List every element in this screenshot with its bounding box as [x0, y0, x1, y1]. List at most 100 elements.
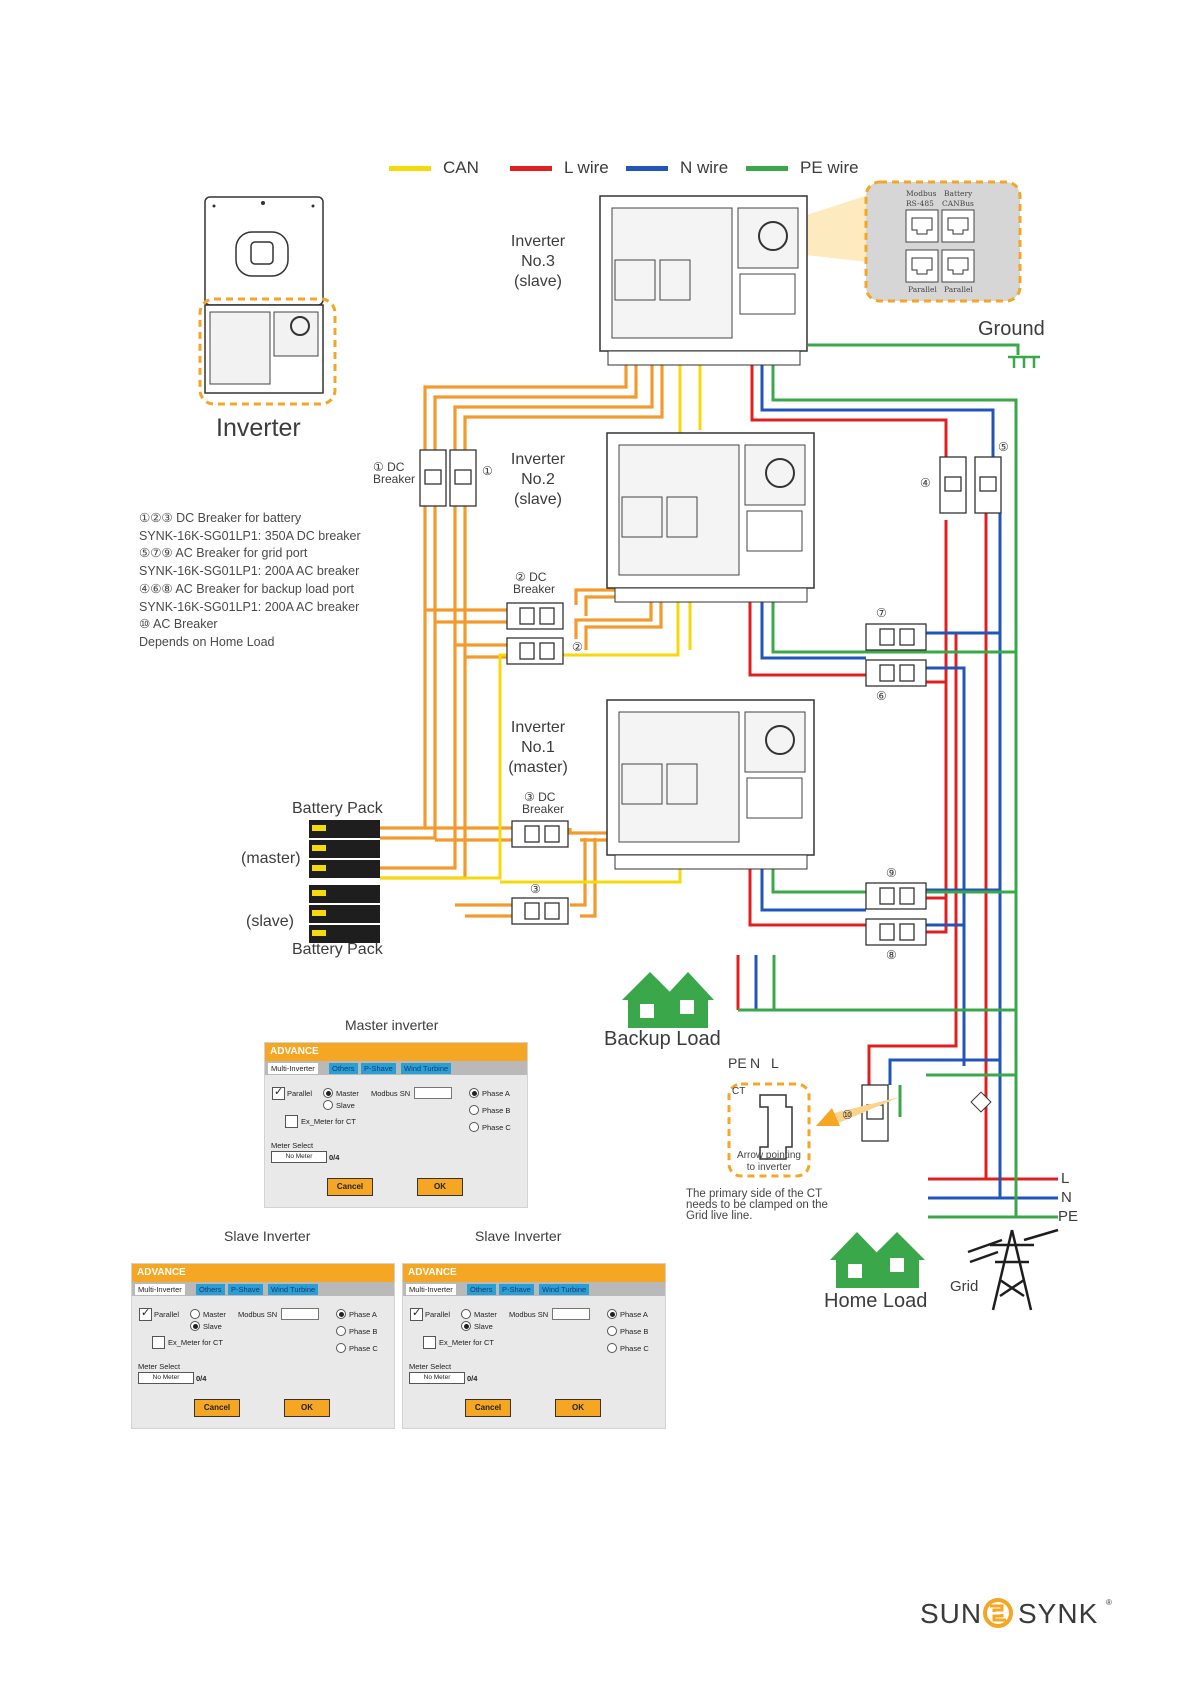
modbus-sn-input[interactable]: [552, 1308, 590, 1320]
grid-label: Grid: [950, 1278, 979, 1295]
dc-breaker-2a: [506, 602, 564, 630]
tab-p-shave[interactable]: P-Shave: [361, 1063, 396, 1074]
modbus-sn-input[interactable]: [281, 1308, 319, 1320]
dc-breaker-2-num: ② DC: [515, 570, 547, 584]
ac-breaker-5: [974, 456, 1002, 514]
slave-radio[interactable]: [461, 1321, 471, 1331]
port-modbus-label: Modbus: [906, 189, 937, 198]
tab-wind-turbine[interactable]: Wind Turbine: [401, 1063, 452, 1074]
parallel-checkbox[interactable]: [139, 1306, 152, 1321]
inverter-2-unit: [606, 432, 815, 603]
dc-breaker-3-num: ③ DC: [524, 790, 556, 804]
battery-master-label: (master): [241, 850, 301, 867]
ac-breaker-6: [865, 659, 927, 687]
phase-a-radio[interactable]: [469, 1088, 479, 1098]
master-radio[interactable]: [190, 1309, 200, 1319]
legend-pe-wire: PE wire: [800, 158, 859, 177]
cancel-button[interactable]: Cancel: [327, 1178, 373, 1196]
ac-breaker-7: [865, 623, 927, 651]
brand-registered-mark: ®: [1106, 1598, 1112, 1607]
modbus-sn-label: Modbus SN: [238, 1310, 278, 1319]
dc-breaker-3b: [511, 897, 569, 925]
ac-breaker-9: [865, 882, 927, 910]
grid-pe-label: PE: [1058, 1208, 1079, 1225]
dc-breaker-1-word: Breaker: [373, 472, 416, 486]
dc-breaker-2-right: ②: [572, 640, 583, 654]
slave-radio[interactable]: [323, 1100, 333, 1110]
dc-breaker-3a: [511, 820, 569, 848]
ac-breaker-9-num: ⑨: [886, 866, 897, 880]
phase-a-radio[interactable]: [336, 1309, 346, 1319]
dc-breaker-1-right: ①: [482, 464, 493, 478]
tab-others[interactable]: Others: [196, 1284, 225, 1295]
meter-select-dropdown[interactable]: No Meter: [271, 1151, 327, 1163]
meter-select-dropdown[interactable]: No Meter: [138, 1372, 194, 1384]
ok-button[interactable]: OK: [284, 1399, 330, 1417]
cancel-button[interactable]: Cancel: [194, 1399, 240, 1417]
port-battery-label: Battery: [944, 189, 973, 198]
ex-meter-checkbox[interactable]: [152, 1336, 165, 1349]
cancel-button[interactable]: Cancel: [465, 1399, 511, 1417]
tab-others[interactable]: Others: [467, 1284, 496, 1295]
master-radio[interactable]: [461, 1309, 471, 1319]
legend-l-wire: L wire: [564, 158, 609, 177]
phase-c-radio[interactable]: [607, 1343, 617, 1353]
meter-select-label: Meter Select: [138, 1362, 181, 1371]
phase-c-radio[interactable]: [469, 1122, 479, 1132]
ex-meter-checkbox[interactable]: [285, 1115, 298, 1128]
dc-breaker-1-num: ① DC: [373, 460, 405, 474]
phase-a-label: Phase A: [349, 1310, 377, 1319]
phase-a-radio[interactable]: [607, 1309, 617, 1319]
brand-synk: SYNK: [1018, 1598, 1099, 1629]
home-load-label: Home Load: [824, 1290, 928, 1312]
ac-breaker-8-num: ⑧: [886, 948, 897, 962]
ac-breaker-4: [939, 456, 967, 514]
note-line: SYNK-16K-SG01LP1: 200A AC breaker: [139, 599, 360, 614]
tab-others[interactable]: Others: [329, 1063, 358, 1074]
tab-multi-inverter[interactable]: Multi-Inverter: [135, 1284, 185, 1295]
tab-multi-inverter[interactable]: Multi-Inverter: [268, 1063, 318, 1074]
ac-breaker-8: [865, 918, 927, 946]
tab-wind-turbine[interactable]: Wind Turbine: [268, 1284, 319, 1295]
panel-master-caption: Master inverter: [345, 1017, 439, 1033]
phase-b-radio[interactable]: [607, 1326, 617, 1336]
backup-n-label: N: [750, 1055, 761, 1071]
master-radio[interactable]: [323, 1088, 333, 1098]
n-wires: [754, 355, 1058, 1200]
tab-multi-inverter[interactable]: Multi-Inverter: [406, 1284, 456, 1295]
port-rs485-label: RS-485: [906, 199, 934, 208]
ex-meter-checkbox[interactable]: [423, 1336, 436, 1349]
slave-radio[interactable]: [190, 1321, 200, 1331]
ok-button[interactable]: OK: [417, 1178, 463, 1196]
panel-slave-1-caption: Slave Inverter: [224, 1228, 311, 1244]
modbus-sn-input[interactable]: [414, 1087, 452, 1099]
phase-b-label: Phase B: [620, 1327, 649, 1336]
battery-pack-bottom-label: Battery Pack: [292, 941, 383, 958]
ok-button[interactable]: OK: [555, 1399, 601, 1417]
meter-select-label: Meter Select: [409, 1362, 452, 1371]
parallel-label: Parallel: [425, 1310, 451, 1319]
tab-wind-turbine[interactable]: Wind Turbine: [539, 1284, 590, 1295]
parallel-checkbox[interactable]: [272, 1085, 285, 1100]
ac-breaker-10-num: ⑩: [842, 1108, 853, 1122]
parallel-checkbox[interactable]: [410, 1306, 423, 1321]
meter-select-dropdown[interactable]: No Meter: [409, 1372, 465, 1384]
backup-load-label: Backup Load: [604, 1028, 721, 1050]
legend-swatches: [389, 166, 788, 171]
tab-p-shave[interactable]: P-Shave: [499, 1284, 534, 1295]
dc-breaker-3-lower: ③: [530, 882, 541, 896]
slave-radio-label: Slave: [474, 1322, 493, 1331]
phase-b-radio[interactable]: [469, 1105, 479, 1115]
note-line: ①②③ DC Breaker for battery: [139, 511, 302, 525]
note-line: Depends on Home Load: [139, 634, 275, 649]
tab-p-shave[interactable]: P-Shave: [228, 1284, 263, 1295]
phase-c-radio[interactable]: [336, 1343, 346, 1353]
phase-c-label: Phase C: [620, 1344, 649, 1353]
brand-sun: SUN: [920, 1598, 983, 1629]
phase-b-radio[interactable]: [336, 1326, 346, 1336]
battery-slave-label: (slave): [246, 913, 295, 930]
inverter-1-unit: [606, 699, 815, 870]
panel-tab-bar: Multi-Inverter Others P-Shave Wind Turbi…: [132, 1282, 394, 1296]
